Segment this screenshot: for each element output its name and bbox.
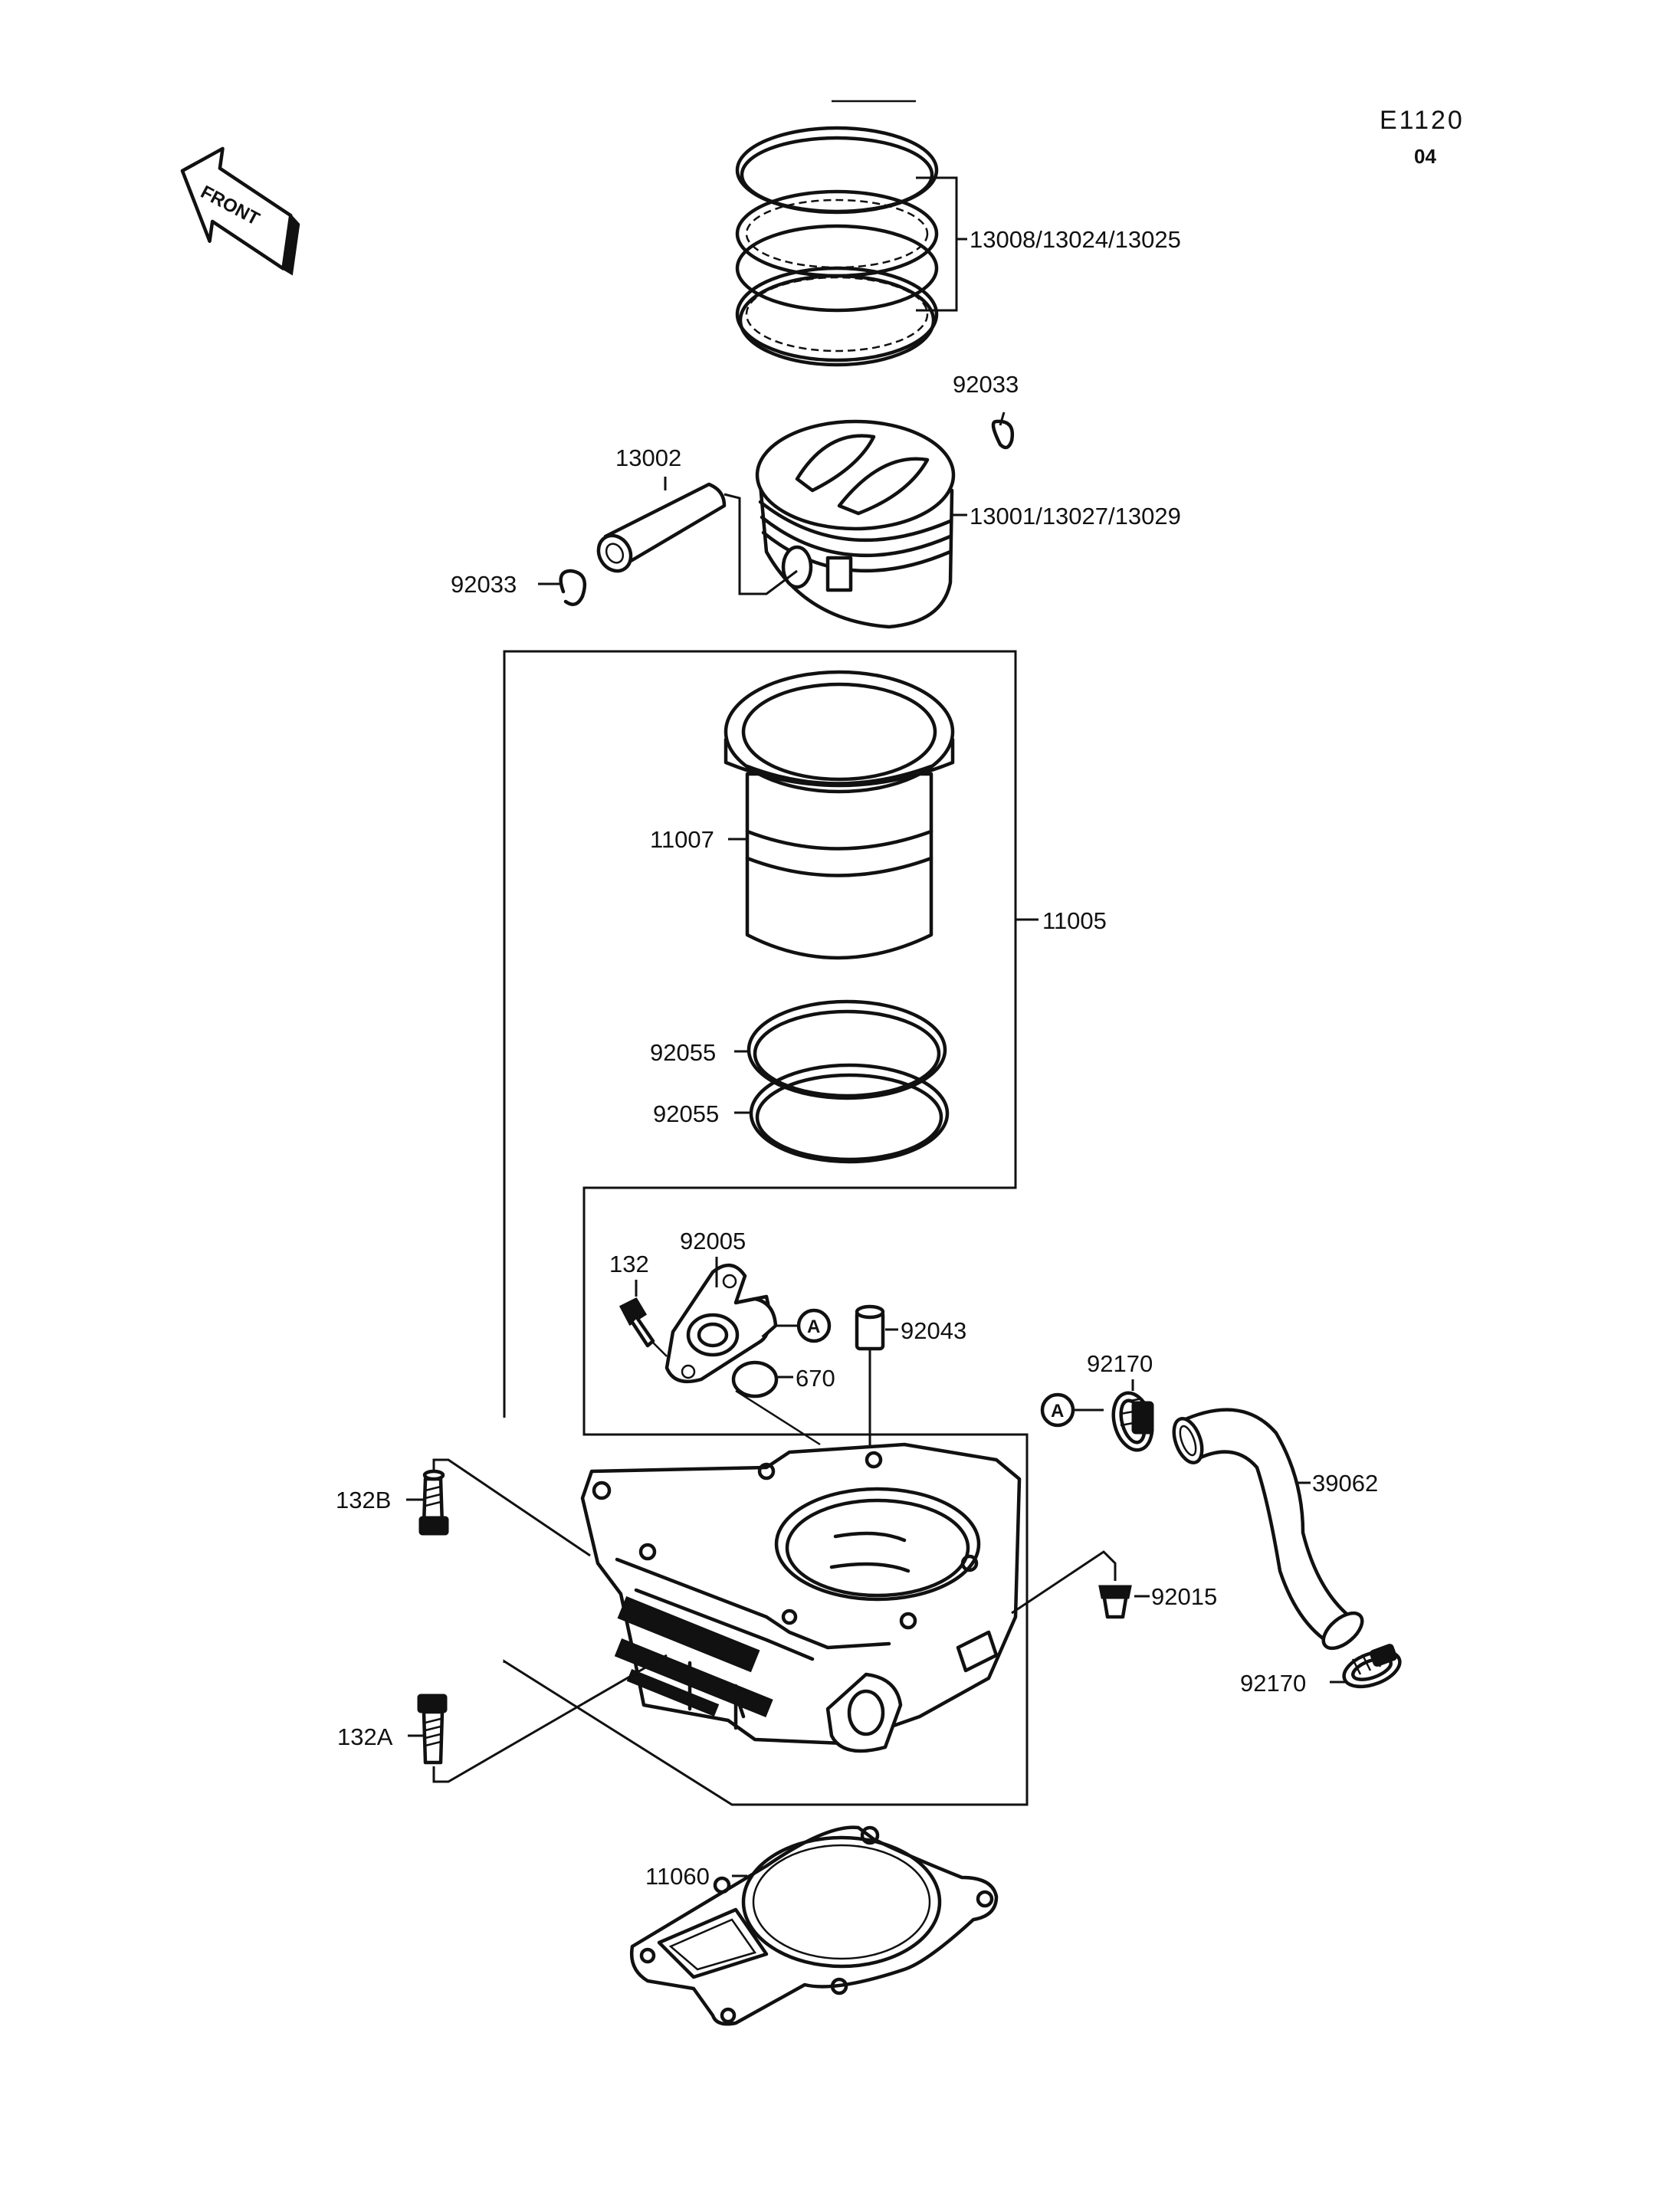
- cylinder-block: [580, 1442, 1022, 1753]
- circlip-left: [559, 569, 587, 606]
- callout-fitting-bolt: 132: [609, 1251, 649, 1277]
- callout-oring-upper: 92055: [650, 1039, 716, 1066]
- callout-circlip-right: 92033: [953, 371, 1019, 398]
- ref-marker-a-fitting: A: [807, 1317, 820, 1337]
- callout-oring-lower: 92055: [653, 1100, 719, 1127]
- bolt-132a: [417, 1694, 448, 1765]
- callout-sleeve: 11007: [650, 826, 714, 853]
- callout-fitting-oring: 670: [796, 1365, 835, 1392]
- dowel-pin: [855, 1304, 885, 1351]
- callout-water-hose: 39062: [1312, 1470, 1378, 1497]
- water-hose: [1172, 1408, 1364, 1651]
- oring-upper: [746, 999, 947, 1100]
- callout-dowel-pin: 92043: [901, 1317, 966, 1344]
- circlip-right: [991, 419, 1015, 450]
- callout-hose-clamp-upper: 92170: [1087, 1350, 1153, 1377]
- hose-clamp-lower: [1342, 1644, 1402, 1689]
- hose-clamp-upper: [1111, 1391, 1154, 1452]
- ref-marker-a-clamp: A: [1051, 1401, 1064, 1421]
- bolt-132b: [418, 1469, 449, 1536]
- oring-lower: [749, 1063, 950, 1164]
- callout-plug: 92015: [1151, 1583, 1217, 1610]
- fitting-oring: [731, 1360, 779, 1399]
- callout-piston-pin: 13002: [615, 444, 681, 471]
- callout-piston-rings: 13008/13024/13025: [970, 226, 1181, 253]
- callout-bolt-132a: 132A: [337, 1723, 393, 1750]
- front-arrow-icon: FRONT: [180, 146, 300, 276]
- piston-rings: [735, 126, 939, 367]
- fitting-bolt: [619, 1297, 655, 1348]
- cylinder-sleeve: [724, 670, 955, 960]
- diagram-sub-code: 04: [1414, 145, 1436, 168]
- plug: [1098, 1585, 1132, 1619]
- diagram-code: E1120: [1380, 106, 1465, 135]
- callout-piston: 13001/13027/13029: [970, 503, 1181, 530]
- callout-cylinder-assy: 11005: [1042, 907, 1107, 934]
- water-fitting: [664, 1264, 778, 1384]
- callout-circlip-left: 92033: [451, 571, 517, 598]
- callout-head-gasket: 11060: [645, 1863, 710, 1890]
- head-gasket: [629, 1825, 999, 2026]
- callout-hose-clamp-lower: 92170: [1240, 1670, 1306, 1697]
- callout-water-fitting: 92005: [680, 1228, 746, 1254]
- callout-bolt-132b: 132B: [336, 1487, 391, 1513]
- piston: [755, 419, 956, 629]
- piston-pin: [596, 482, 727, 573]
